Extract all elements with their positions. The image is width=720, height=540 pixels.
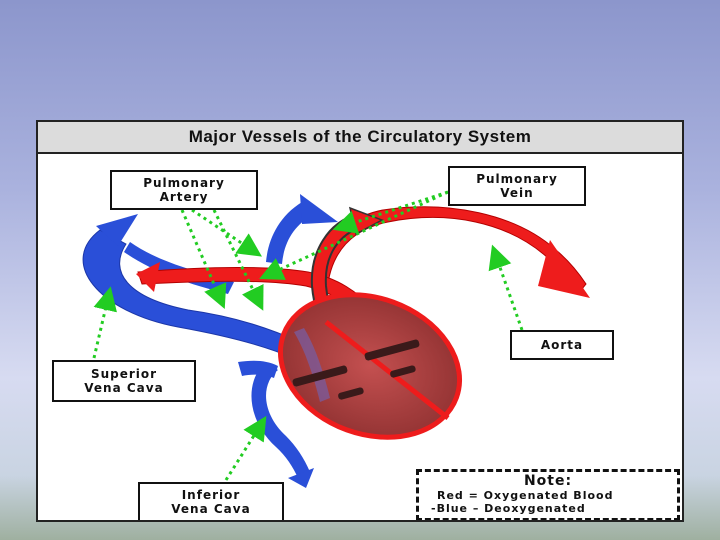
pointer-superior-vena-cava	[92, 286, 117, 359]
aorta-label-text: Aorta	[540, 338, 584, 352]
heart-septum	[324, 320, 450, 420]
note-oxygenated: Red = Oxygenated Blood	[437, 489, 614, 502]
inferior-vena-cava-tip	[288, 468, 314, 488]
inferior-vena-cava-label-line1: Inferior	[181, 488, 241, 502]
pointer-pulmonary-vein-2	[259, 190, 449, 280]
note-deoxygenated: -Blue – Deoxygenated	[431, 502, 586, 515]
superior-vena-cava-vessel	[82, 229, 301, 359]
inferior-vena-cava-vessel	[251, 362, 310, 478]
pointer-pulmonary-vein-1	[332, 190, 449, 234]
pointer-pulmonary-artery-2	[180, 209, 227, 310]
pulmonary-artery-label-line2: Artery	[159, 190, 209, 204]
pointer-lines	[92, 190, 524, 481]
heart-vessel-left	[294, 328, 330, 402]
valve-3	[338, 387, 364, 400]
diagram-panel: Major Vessels of the Circulatory System …	[36, 120, 684, 522]
pulmonary-artery-label: Pulmonary Artery	[110, 170, 258, 210]
valve-2	[364, 339, 420, 361]
note-title: Note:	[523, 473, 573, 489]
pulmonary-vein-label: Pulmonary Vein	[448, 166, 586, 206]
pulmonary-vein-label-line2: Vein	[500, 186, 534, 200]
diagram-title: Major Vessels of the Circulatory System	[38, 122, 682, 154]
inferior-vena-cava-label: Inferior Vena Cava	[138, 482, 284, 520]
pulmonary-artery-tip	[136, 262, 160, 292]
color-legend-note: Note: Red = Oxygenated Blood -Blue – Deo…	[416, 469, 680, 520]
aorta-tip	[538, 240, 590, 298]
inferior-vena-cava-label-line2: Vena Cava	[171, 502, 251, 516]
pulmonary-vein-label-line1: Pulmonary	[476, 172, 558, 186]
pointer-aorta	[488, 244, 524, 331]
superior-vena-cava-label-line1: Superior	[90, 367, 158, 381]
valve-4	[390, 365, 416, 378]
superior-vena-cava-tip	[96, 214, 138, 246]
pulmonary-artery-label-line1: Pulmonary	[143, 176, 225, 190]
pointer-pulmonary-artery-1	[191, 208, 262, 257]
aorta-vessel	[314, 206, 587, 325]
aorta-label: Aorta	[510, 330, 614, 360]
blue-connector	[238, 360, 278, 378]
pointer-inferior-vena-cava	[224, 415, 267, 481]
heart	[277, 292, 463, 440]
circulatory-diagram	[82, 190, 590, 488]
pointer-pulmonary-artery-3	[212, 209, 264, 311]
superior-vena-cava-label-line2: Vena Cava	[84, 381, 164, 395]
superior-vena-cava-label: Superior Vena Cava	[52, 360, 196, 402]
valve-1	[292, 365, 348, 387]
blue-branch-tip	[300, 194, 338, 224]
